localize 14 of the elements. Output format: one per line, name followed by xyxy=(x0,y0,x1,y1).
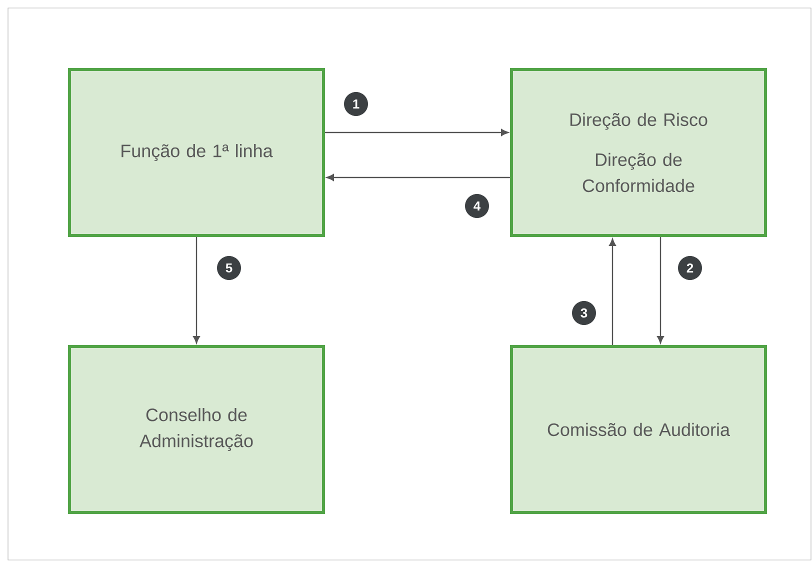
arrow xyxy=(657,237,664,344)
step-badge: 5 xyxy=(217,256,241,280)
process-box: Direção de Risco Direção de Conformidade xyxy=(510,68,767,237)
process-box: Comissão de Auditoria xyxy=(510,345,767,514)
process-box: Conselho de Administração xyxy=(68,345,325,514)
arrow xyxy=(609,238,616,345)
arrow xyxy=(325,129,508,136)
step-badge: 3 xyxy=(572,301,596,325)
arrow xyxy=(193,237,200,344)
step-badge: 4 xyxy=(465,194,489,218)
step-badge: 2 xyxy=(678,256,702,280)
arrow xyxy=(326,174,510,181)
step-badge: 1 xyxy=(344,92,368,116)
process-box: Função de 1ª linha xyxy=(68,68,325,237)
